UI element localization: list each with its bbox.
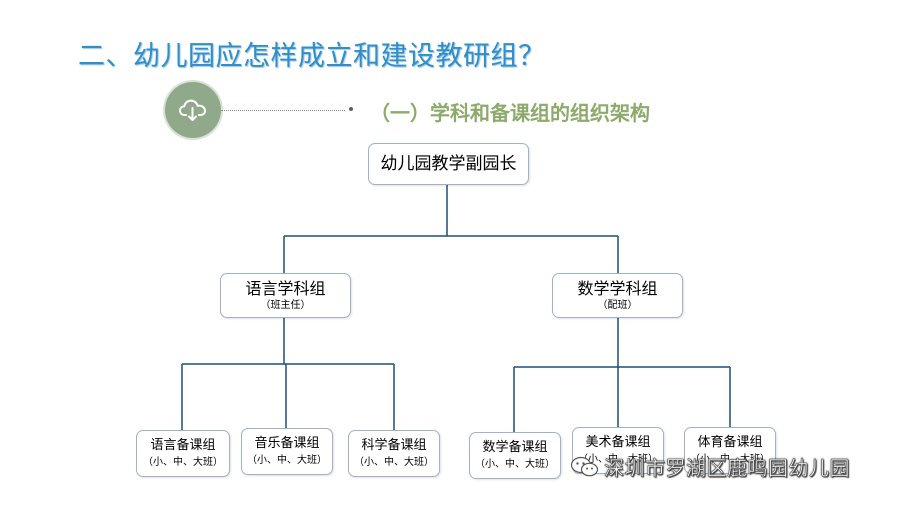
node-label: 幼儿园教学副园长 bbox=[380, 154, 517, 174]
node-note: （小、中、大班） bbox=[690, 453, 770, 465]
node-label: 数学备课组 bbox=[482, 439, 548, 455]
section-badge bbox=[165, 82, 221, 138]
node-label: 语言学科组 bbox=[245, 278, 326, 298]
node-note: （小、中、大班） bbox=[475, 458, 555, 470]
node-label: 体育备课组 bbox=[697, 434, 763, 450]
org-node-leaf-4: 数学备课组 （小、中、大班） bbox=[469, 432, 561, 479]
org-node-root: 幼儿园教学副园长 bbox=[368, 143, 529, 185]
subtitle-bullet bbox=[349, 107, 353, 111]
org-node-leaf-6: 体育备课组 （小、中、大班） bbox=[684, 427, 776, 474]
watermark-text: 深圳市罗湖区鹿鸣园幼儿园 bbox=[604, 456, 850, 481]
node-note: （小、中、大班） bbox=[143, 456, 223, 468]
node-label: 科学备课组 bbox=[361, 437, 427, 453]
node-label: 语言备课组 bbox=[150, 437, 216, 453]
section-subtitle: （一）学科和备课组的组织架构 bbox=[370, 101, 650, 125]
watermark: 深圳市罗湖区鹿鸣园幼儿园 bbox=[570, 452, 850, 481]
subtitle-connector bbox=[221, 110, 345, 111]
node-note: （配班） bbox=[597, 299, 638, 311]
node-label: 音乐备课组 bbox=[254, 435, 320, 451]
node-note: （小、中、大班） bbox=[578, 453, 658, 465]
node-label: 美术备课组 bbox=[585, 434, 651, 450]
node-label: 数学学科组 bbox=[577, 278, 658, 298]
cloud-download-icon bbox=[179, 99, 206, 121]
node-note: （小、中、大班） bbox=[247, 454, 327, 466]
org-node-leaf-3: 科学备课组 （小、中、大班） bbox=[348, 430, 440, 477]
org-node-leaf-1: 语言备课组 （小、中、大班） bbox=[136, 430, 230, 477]
org-node-leaf-2: 音乐备课组 （小、中、大班） bbox=[241, 428, 333, 475]
org-node-group-1: 语言学科组 （班主任） bbox=[220, 273, 351, 318]
org-node-group-2: 数学学科组 （配班） bbox=[552, 273, 683, 318]
node-note: （小、中、大班） bbox=[354, 456, 434, 468]
page-title: 二、幼儿园应怎样成立和建设教研组？ bbox=[78, 41, 546, 72]
wechat-icon bbox=[570, 456, 599, 476]
node-note: （班主任） bbox=[260, 299, 311, 311]
